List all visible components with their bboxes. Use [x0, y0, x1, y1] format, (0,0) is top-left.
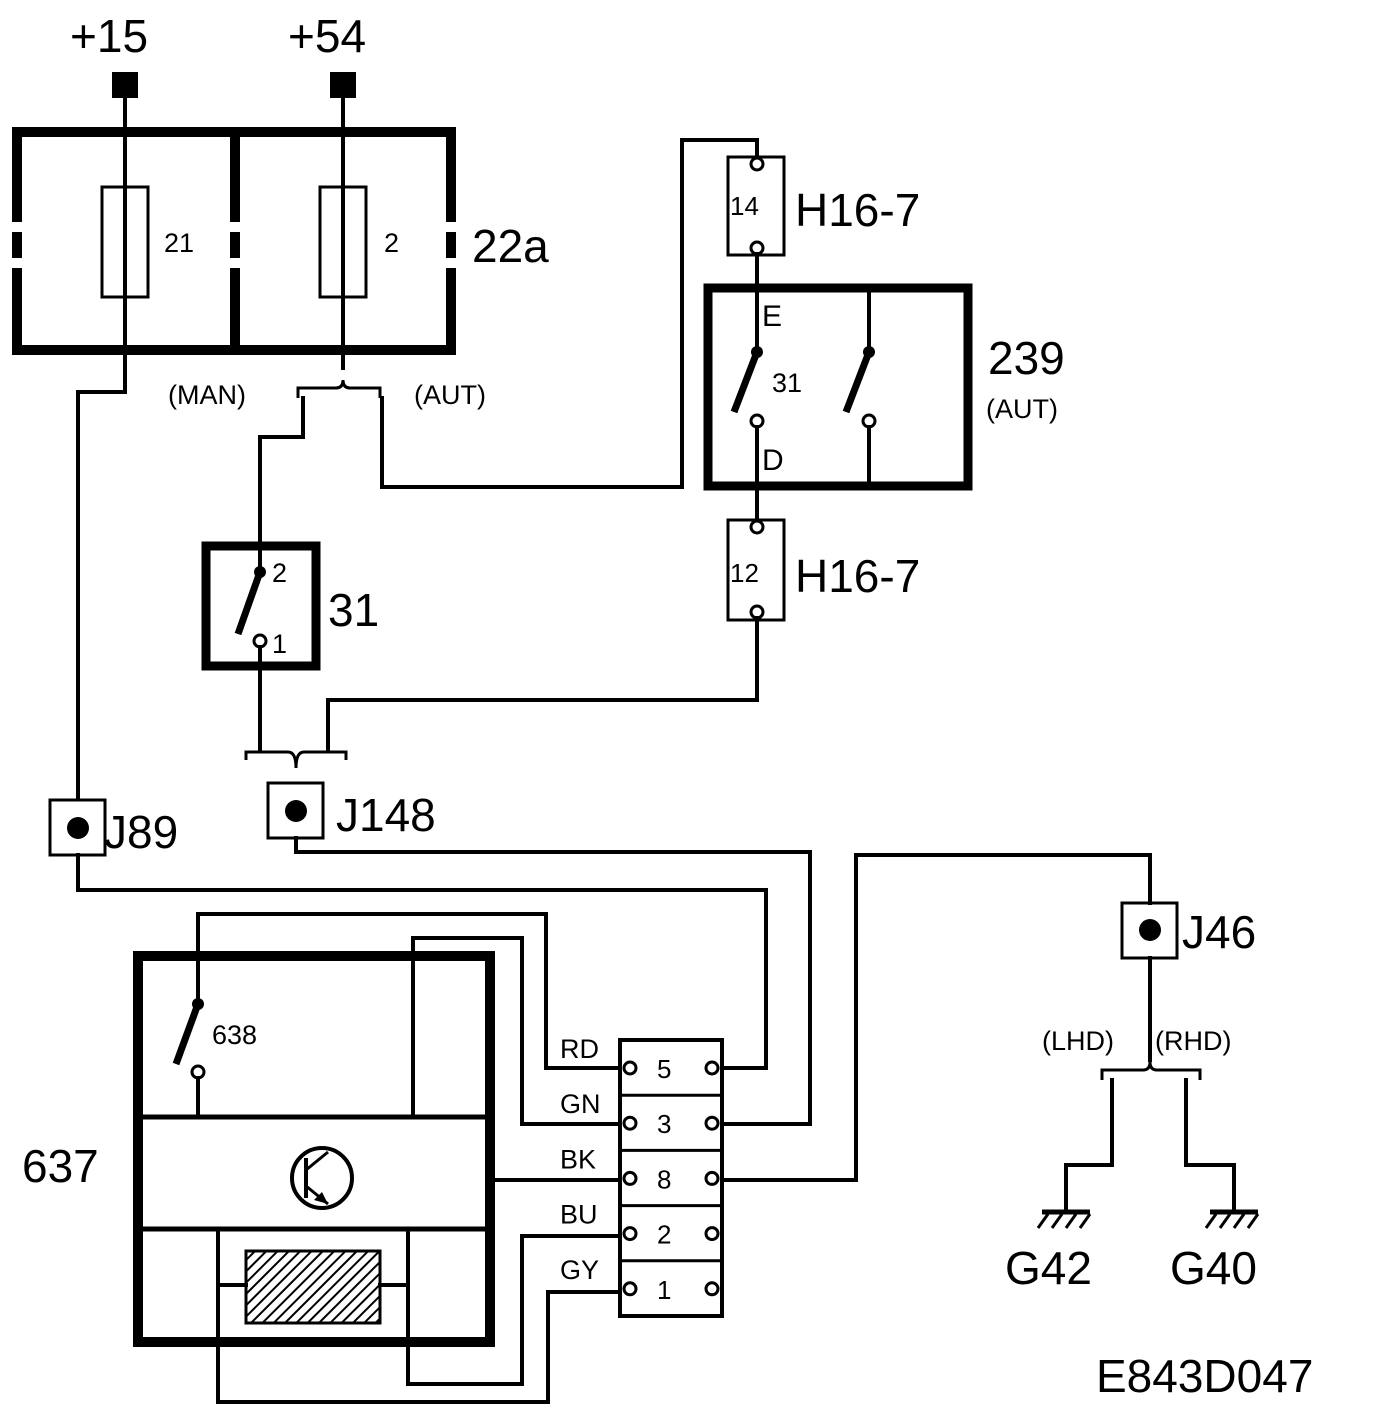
h16-top-label: H16-7	[795, 184, 920, 236]
connector-pin-left	[622, 1170, 638, 1186]
j148-brace	[244, 750, 348, 769]
module-637-label: 637	[22, 1140, 99, 1192]
heating-element	[244, 1249, 382, 1325]
relay-pin-31: 31	[772, 368, 802, 398]
lhd-label: (LHD)	[1042, 1026, 1114, 1056]
relay-pin-e: E	[762, 300, 782, 333]
switch-31-pin1: 1	[272, 629, 287, 659]
wire-color-label: BK	[560, 1144, 596, 1174]
h16-top-pin-label: 14	[730, 191, 759, 221]
j89-label: J89	[104, 806, 178, 858]
plus54-label: +54	[288, 10, 366, 62]
fuse-2-label: 2	[384, 228, 399, 258]
switch-31-pin2: 2	[272, 558, 287, 588]
diagram-code: E843D047	[1096, 1350, 1313, 1402]
ground-g42: G42	[1005, 1209, 1092, 1294]
h16-bottom-pin-label: 12	[730, 558, 759, 588]
wire-color-label: GN	[560, 1089, 601, 1119]
connector-pin-number: 1	[657, 1275, 671, 1305]
connector-pin-number: 3	[657, 1109, 671, 1139]
man-label: (MAN)	[168, 380, 246, 410]
connector-pin-left	[622, 1060, 638, 1076]
connector-pin-right	[704, 1170, 720, 1186]
wire-aut	[380, 138, 759, 489]
g42-label: G42	[1005, 1242, 1092, 1294]
connector-pin-left	[622, 1226, 638, 1242]
relay-239-variant: (AUT)	[986, 394, 1058, 424]
wire-h16-to-j148	[326, 616, 759, 752]
plus15-label: +15	[70, 10, 148, 62]
wire-gy	[216, 1290, 626, 1404]
connector-h16-7-pin14: 14 H16-7	[726, 155, 920, 257]
connector-pin-number: 2	[657, 1220, 671, 1250]
switch-31-label: 31	[328, 584, 379, 636]
aut-label: (AUT)	[414, 380, 486, 410]
connector-pin-right	[704, 1281, 720, 1297]
fuse-box-label: 22a	[472, 220, 549, 272]
j46-label: J46	[1182, 906, 1256, 958]
wire-j148-to-pin3	[294, 836, 812, 1126]
inner-switch-label: 638	[212, 1020, 257, 1050]
fuse-box-22a: 21 2 22a	[12, 127, 549, 355]
g40-label: G40	[1170, 1242, 1257, 1294]
connector-block: 5 RD 3 GN 8 BK 2 BU 1 GY	[560, 1034, 724, 1318]
ground-g40: G40	[1170, 1209, 1260, 1294]
connector-pin-left	[622, 1115, 638, 1131]
plus54-terminal	[330, 72, 356, 98]
relay-pin-d: D	[762, 444, 784, 477]
junction-j148: J148	[266, 781, 436, 841]
junction-j46: J46	[1120, 901, 1256, 960]
wire-man	[258, 396, 305, 574]
j148-label: J148	[336, 789, 436, 841]
wire-pin8-to-j46	[710, 853, 1152, 1182]
supply-plus15: +15	[70, 10, 148, 98]
man-aut-brace: (MAN) (AUT)	[168, 379, 486, 410]
connector-pin-number: 5	[657, 1054, 671, 1084]
h16-bottom-label: H16-7	[795, 550, 920, 602]
plus15-terminal	[112, 72, 138, 98]
relay-239-label: 239	[988, 332, 1065, 384]
wire-rhd	[1184, 1078, 1236, 1212]
connector-pin-left	[622, 1281, 638, 1297]
module-637: 638 637	[22, 951, 495, 1347]
wire-gn	[411, 936, 626, 1126]
connector-pin-number: 8	[657, 1164, 671, 1194]
connector-h16-7-pin12: 12 H16-7	[726, 518, 920, 622]
connector-pin-right	[704, 1226, 720, 1242]
transistor-icon	[290, 1146, 354, 1210]
wire-j89-to-pin5	[76, 853, 768, 1070]
switch-31: 2 1 31	[201, 541, 379, 671]
wire-color-label: BU	[560, 1200, 598, 1230]
wire-to-j89	[76, 390, 127, 802]
connector-pin-right	[704, 1115, 720, 1131]
fuse-21-label: 21	[164, 228, 194, 258]
junction-j89: J89	[48, 798, 178, 858]
rhd-label: (RHD)	[1155, 1026, 1231, 1056]
wire-bu	[406, 1234, 626, 1386]
wire-color-label: RD	[560, 1034, 599, 1064]
relay-239: E 31 D 239 (AUT)	[703, 252, 1065, 523]
supply-plus54: +54	[288, 10, 366, 98]
wire-rd	[196, 912, 626, 1070]
lhd-rhd-brace: (LHD) (RHD)	[1042, 1026, 1231, 1080]
wire-color-label: GY	[560, 1255, 599, 1285]
connector-pin-right	[704, 1060, 720, 1076]
wire-lhd	[1064, 1078, 1114, 1212]
